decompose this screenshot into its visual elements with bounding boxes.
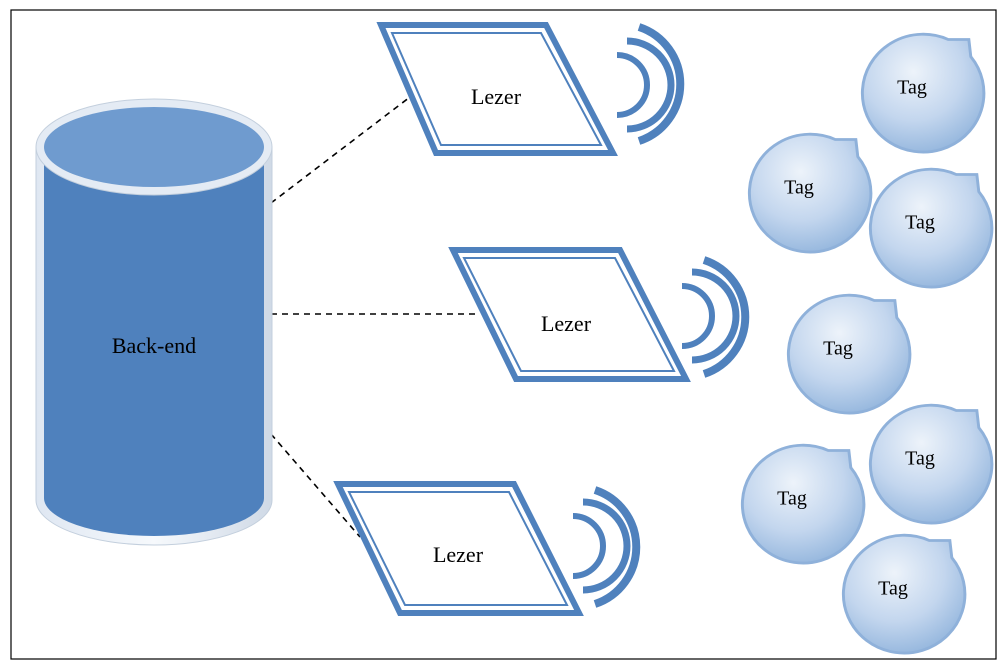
reader-2-label: Lezer <box>541 311 592 336</box>
tag-2[interactable]: Tag <box>747 132 873 254</box>
tag-7[interactable]: Tag <box>841 533 967 655</box>
tag-bubble-icon <box>740 443 866 565</box>
backend-label: Back-end <box>112 333 196 358</box>
reader-3[interactable]: Lezer <box>333 481 584 616</box>
tag-bubble-icon <box>786 293 912 415</box>
tag-4-label: Tag <box>823 338 853 360</box>
parallelogram-reader-icon <box>376 22 618 156</box>
tag-5[interactable]: Tag <box>868 403 994 525</box>
tag-6[interactable]: Tag <box>740 443 866 565</box>
tag-bubble-icon <box>860 32 986 154</box>
backend-database: Back-end <box>35 98 273 546</box>
reader-1-inner-border <box>390 32 603 146</box>
tag-5-label: Tag <box>905 448 935 470</box>
tag-3[interactable]: Tag <box>868 167 994 289</box>
parallelogram-reader-icon <box>333 481 584 616</box>
tag-2-label: Tag <box>784 177 814 199</box>
tag-bubble-icon <box>868 167 994 289</box>
tag-7-label: Tag <box>878 578 908 600</box>
reader-1[interactable]: Lezer <box>376 22 618 156</box>
database-top-face <box>44 107 264 187</box>
tag-bubble-icon <box>841 533 967 655</box>
tag-bubble-icon <box>868 403 994 525</box>
tag-3-label: Tag <box>905 212 935 234</box>
radio-waves-icon <box>572 23 750 608</box>
connector-reader-1 <box>270 96 411 204</box>
signal-reader-1 <box>616 23 685 145</box>
database-body <box>44 152 264 536</box>
connectors <box>270 96 475 538</box>
diagram-frame <box>10 9 997 660</box>
reader-2-inner-border <box>462 257 676 372</box>
tag-4[interactable]: Tag <box>786 293 912 415</box>
tag-1-label: Tag <box>897 77 927 99</box>
signal-reader-3 <box>572 486 641 608</box>
connector-reader-3 <box>270 433 361 538</box>
tag-bubble-icon <box>747 132 873 254</box>
reader-3-label: Lezer <box>433 542 484 567</box>
signal-reader-2 <box>681 256 750 378</box>
reader-3-inner-border <box>347 491 569 606</box>
tag-1[interactable]: Tag <box>860 32 986 154</box>
reader-2[interactable]: Lezer <box>448 247 691 382</box>
reader-1-label: Lezer <box>471 84 522 109</box>
tags: Tag Tag Tag Tag Tag Tag Tag <box>740 32 994 655</box>
tag-6-label: Tag <box>777 488 807 510</box>
